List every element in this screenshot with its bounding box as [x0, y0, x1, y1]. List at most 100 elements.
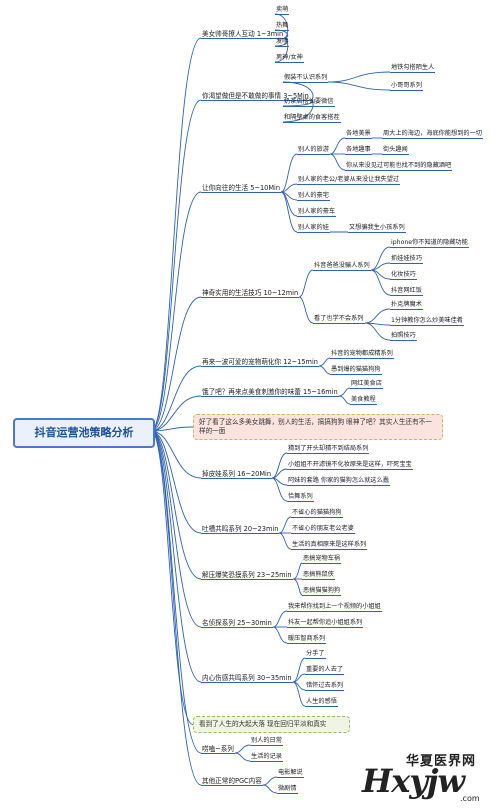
- connector: [292, 578, 303, 596]
- watermark-domain: .com: [460, 794, 480, 803]
- branch-2-node-1-2[interactable]: 小哥哥系列: [390, 82, 423, 91]
- branch-7-node-1[interactable]: 猜到了开头却猜不到结局系列: [287, 445, 370, 454]
- branch-8[interactable]: 吐槽共鸣系列 20~23min: [201, 525, 280, 534]
- branch-13[interactable]: 其他正常的PGC内容: [201, 777, 263, 786]
- connector: [318, 365, 331, 375]
- branch-9[interactable]: 解压爆笑恐摸系列 23~25min: [201, 571, 293, 580]
- connector: [292, 657, 306, 683]
- branch-3-node-3[interactable]: 别人的豪宅: [297, 192, 330, 201]
- branch-13-node-1[interactable]: 电影解说: [277, 769, 304, 778]
- connector: [272, 610, 288, 628]
- connector: [327, 71, 391, 83]
- branch-4-node-1-3[interactable]: 化妆技巧: [390, 271, 417, 280]
- connector: [329, 137, 346, 155]
- branch-12[interactable]: 唠嗑~系列: [201, 745, 235, 754]
- branch-8-node-1[interactable]: 不省心的猫猫狗狗: [291, 509, 343, 518]
- connector: [150, 191, 202, 432]
- branch-5-node-2[interactable]: 愚到爆的猫猫狗狗: [330, 366, 382, 375]
- branch-11-node-4[interactable]: 人生的感悟: [305, 698, 338, 707]
- branch-1-node-4[interactable]: 男神/女神: [275, 54, 304, 63]
- branch-7-node-4[interactable]: 恰舞系列: [287, 493, 314, 502]
- connector: [318, 357, 331, 367]
- branch-10-node-2[interactable]: 抖友一起帮你追小姐姐系列: [287, 619, 364, 628]
- branch-2-node-3[interactable]: 和隔壁桌的食客搭茬: [283, 114, 341, 123]
- watermark-latin: Hxyjw: [362, 762, 465, 800]
- branch-8-node-2[interactable]: 不省心的朋友老公老婆: [291, 525, 355, 534]
- branch-4-node-1-4[interactable]: 抖音网红饭: [390, 287, 423, 296]
- branch-10-node-3[interactable]: 暖压智商系列: [287, 635, 327, 644]
- branch-9-node-3[interactable]: 恶搞猫猫狗狗: [302, 587, 342, 596]
- branch-4-node-2-3[interactable]: 拍照技巧: [390, 332, 417, 341]
- connector: [150, 99, 202, 432]
- connector: [150, 37, 202, 432]
- branch-10[interactable]: 名侦探系列 25~30min: [201, 619, 273, 628]
- connector: [280, 191, 298, 217]
- root-node[interactable]: 抖音运营池策略分析: [13, 418, 155, 448]
- branch-5[interactable]: 再来一波可爱的宠物萌化你 12~15min: [201, 358, 319, 367]
- branch-3-node-1[interactable]: 别人的旅游: [297, 146, 330, 155]
- branch-4-node-1-1[interactable]: iphone你不知道的隐藏功能: [390, 239, 469, 248]
- branch-6[interactable]: 饿了吧？再来点美食刺激你的味蕾 15~16min: [201, 388, 339, 397]
- branch-5-node-1[interactable]: 抖音的宠物都成精系列: [330, 350, 394, 359]
- branch-1-node-2[interactable]: 热舞: [275, 22, 290, 31]
- branch-3-node-1-1[interactable]: 各地美景: [345, 130, 372, 139]
- branch-7-node-3[interactable]: 阿妹的套路 你家的猫狗怎么就这么蠢: [287, 477, 390, 486]
- branch-4-node-1[interactable]: 抖音爸爸没骗人系列: [313, 262, 371, 271]
- branch-9-node-2[interactable]: 恶搞熊鼠侠: [302, 571, 335, 580]
- connector: [150, 430, 194, 725]
- branch-1[interactable]: 美女帅哥撩人互动 1~3min: [201, 30, 285, 39]
- branch-3-node-4[interactable]: 别人家的豪车: [297, 208, 337, 217]
- branch-12-node-1[interactable]: 别人的日常: [250, 737, 283, 746]
- branch-13-node-2[interactable]: 微剧情: [277, 785, 298, 794]
- branch-12-node-2[interactable]: 生活的记录: [250, 753, 283, 762]
- branch-11-node-1[interactable]: 分手了: [305, 650, 326, 659]
- connector: [271, 452, 288, 479]
- connector: [278, 532, 292, 550]
- branch-11-node-3[interactable]: 错怀过去系列: [305, 682, 345, 691]
- watermark-chinese: 华夏医界网: [406, 754, 477, 769]
- branch-1-node-3[interactable]: 发嗲: [275, 38, 290, 47]
- branch-4-node-1-2[interactable]: 抓娃娃技巧: [390, 255, 423, 264]
- branch-7-node-2[interactable]: 小姐姐不开滤镜不化妆原来是这样，吓死宝宝: [287, 461, 413, 470]
- branch-3-node-5-1[interactable]: 又想骗我生小孩系列: [348, 224, 406, 233]
- branch-2-node-1[interactable]: 假装不认识系列: [283, 74, 329, 83]
- branch-10-node-1[interactable]: 我来帮你找到上一个视频的小姐姐: [287, 603, 382, 612]
- branch-3-node-2[interactable]: 别人家的老公/老婆从来没让我失望过: [297, 176, 401, 185]
- branch-2-node-2[interactable]: 奶茶店搭讪要微信: [283, 98, 335, 107]
- branch-4-node-2-2[interactable]: 1分钟教你怎么炒美味佳肴: [390, 317, 464, 326]
- connector: [364, 322, 391, 341]
- branch-4-node-2[interactable]: 看了也学不会系列: [313, 315, 365, 324]
- connector: [370, 269, 391, 296]
- connector: [280, 191, 298, 233]
- branch-11[interactable]: 内心伤感共鸣系列 30~35min: [201, 674, 293, 683]
- connector: [338, 395, 351, 405]
- connector: [262, 784, 278, 794]
- branch-3-node-5[interactable]: 别人家的娃: [297, 224, 330, 233]
- branch-2-node-1-1[interactable]: 地铁勾搭陌生人: [390, 64, 436, 73]
- branch-6-node-1[interactable]: 网红美食店: [350, 380, 383, 389]
- branch-3-node-1-3[interactable]: 你从来没见过可能也找不到的隐藏酒吧: [345, 162, 453, 171]
- connector: [292, 681, 306, 707]
- branch-3-node-1-2-1[interactable]: 街头趣闻: [382, 146, 409, 155]
- branch-9-node-1[interactable]: 恶搞宠物车祸: [302, 555, 342, 564]
- branch-11-node-2[interactable]: 重要的人去了: [305, 666, 345, 675]
- branch-6-node-2[interactable]: 美食教程: [350, 396, 377, 405]
- connector: [327, 81, 391, 91]
- connector: [298, 296, 314, 324]
- branch-8-node-3[interactable]: 生活的真相原来是这样系列: [291, 541, 368, 550]
- branch-3[interactable]: 让你向往的生活 5~10Min: [201, 184, 282, 193]
- branch-7[interactable]: 掉皮娃系列 16~20Min: [201, 470, 273, 479]
- connector: [150, 430, 202, 580]
- branch-3-node-1-1-1[interactable]: 周大上的海边，海底你能想到的一切: [382, 130, 483, 139]
- branch-4-node-2-1[interactable]: 扑克牌魔术: [390, 301, 423, 310]
- branch-1-node-1[interactable]: 卖萌: [275, 6, 290, 15]
- connector: [370, 246, 391, 271]
- branch-3-node-1-2[interactable]: 各地趣事: [345, 146, 372, 155]
- branch-2[interactable]: 你渴望做但是不敢做的事情 3~5Min: [201, 92, 310, 101]
- connector: [329, 153, 346, 171]
- connector: [234, 744, 251, 754]
- site-watermark-logo: 华夏医界网 Hxyjw .com: [362, 750, 496, 806]
- branch-4[interactable]: 神奇实用的生活技巧 10~12min: [201, 289, 300, 298]
